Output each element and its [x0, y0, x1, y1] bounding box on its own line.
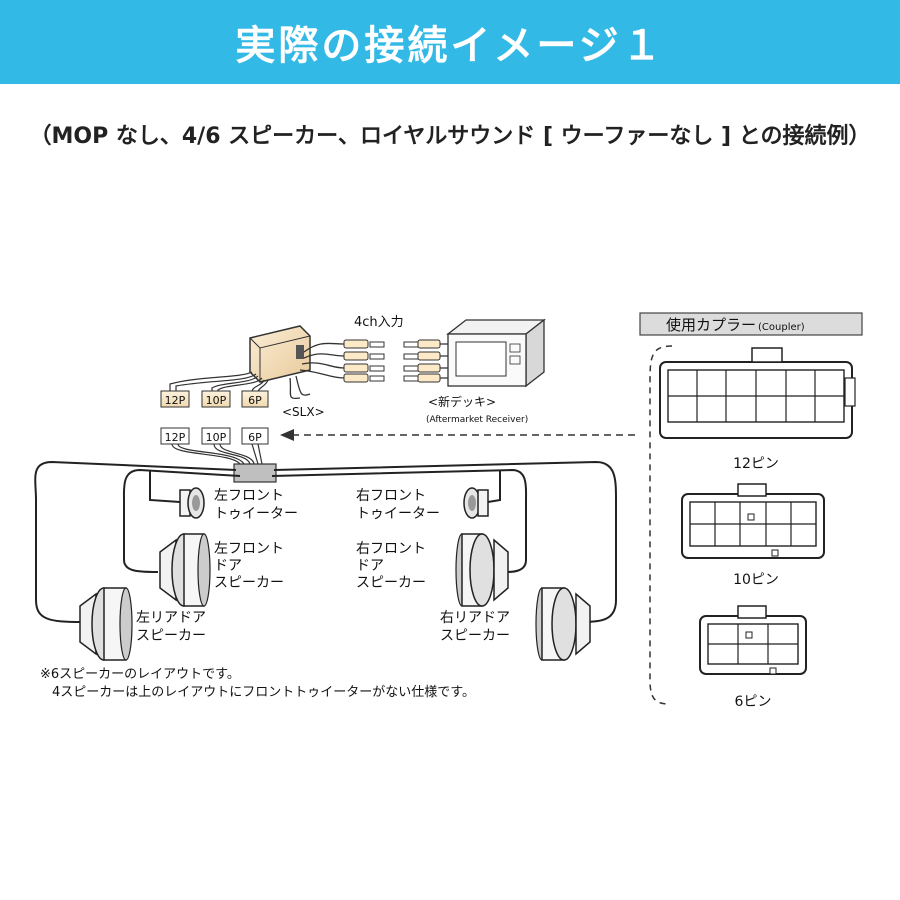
right-rear-door-speaker-icon: [535, 587, 591, 661]
note-line-2: 4スピーカーは上のレイアウトにフロントトゥイーターがない仕様です。: [52, 685, 475, 700]
coupler-10pin-label: 10ピン: [733, 572, 779, 588]
slx-label: <SLX>: [282, 405, 325, 419]
left-front-door-label: 左フロント ドア スピーカー: [214, 541, 288, 591]
right-rear-door-label: 右リアドア スピーカー: [440, 610, 514, 644]
note-line-1: ※6スピーカーのレイアウトです。: [40, 667, 240, 682]
left-front-door-speaker-icon: [159, 533, 211, 607]
slx-unit: [249, 325, 311, 383]
lower-connector-12p: 12P: [165, 431, 186, 444]
left-rear-door-speaker-icon: [79, 587, 133, 661]
page-title: 実際の接続イメージ１: [235, 23, 665, 69]
left-front-tweeter-label: 左フロント トゥイーター: [214, 488, 298, 522]
coupler-12pin-label: 12ピン: [733, 456, 779, 472]
coupler-12pin-icon: [659, 347, 856, 439]
right-front-tweeter-icon: [463, 487, 489, 519]
vehicle-junction: [233, 463, 277, 483]
input-label: 4ch入力: [354, 315, 404, 330]
page-subtitle: （MOP なし、4/6 スピーカー、ロイヤルサウンド [ ウーファーなし ] と…: [29, 124, 871, 149]
left-rear-door-label: 左リアドア スピーカー: [136, 610, 210, 644]
upper-connector-12p: 12P: [165, 394, 186, 407]
deck-sublabel: (Aftermarket Receiver): [426, 415, 528, 425]
slx-harness: [169, 371, 269, 393]
lower-connector-10p: 10P: [206, 431, 227, 444]
rca-cables: [289, 342, 345, 400]
coupler-pointer-arrow: [280, 429, 640, 441]
right-front-door-label: 右フロント ドア スピーカー: [356, 541, 430, 591]
upper-connector-6p: 6P: [248, 394, 262, 407]
vehicle-harness: [171, 443, 263, 465]
title-banner: 実際の接続イメージ１: [0, 0, 900, 84]
left-front-tweeter-icon: [179, 487, 205, 519]
deck-label: <新デッキ>: [428, 394, 496, 409]
upper-connector-10p: 10P: [206, 394, 227, 407]
coupler-10pin-icon: [681, 483, 825, 559]
right-front-tweeter-label: 右フロント トゥイーター: [356, 488, 440, 522]
coupler-panel: 使用カプラー(Coupler) 12ピン: [639, 312, 863, 710]
upper-connectors: 12P 10P 6P: [160, 390, 269, 408]
coupler-6pin-icon: [699, 605, 807, 675]
rca-plugs: [343, 339, 450, 383]
coupler-panel-title: 使用カプラー(Coupler): [666, 316, 805, 334]
deck-unit: [446, 318, 546, 388]
coupler-6pin-label: 6ピン: [735, 694, 772, 710]
speaker-wiring: [34, 460, 617, 623]
lower-connector-6p: 6P: [248, 431, 262, 444]
lower-connectors: 12P 10P 6P: [160, 427, 269, 445]
right-front-door-speaker-icon: [455, 533, 509, 607]
